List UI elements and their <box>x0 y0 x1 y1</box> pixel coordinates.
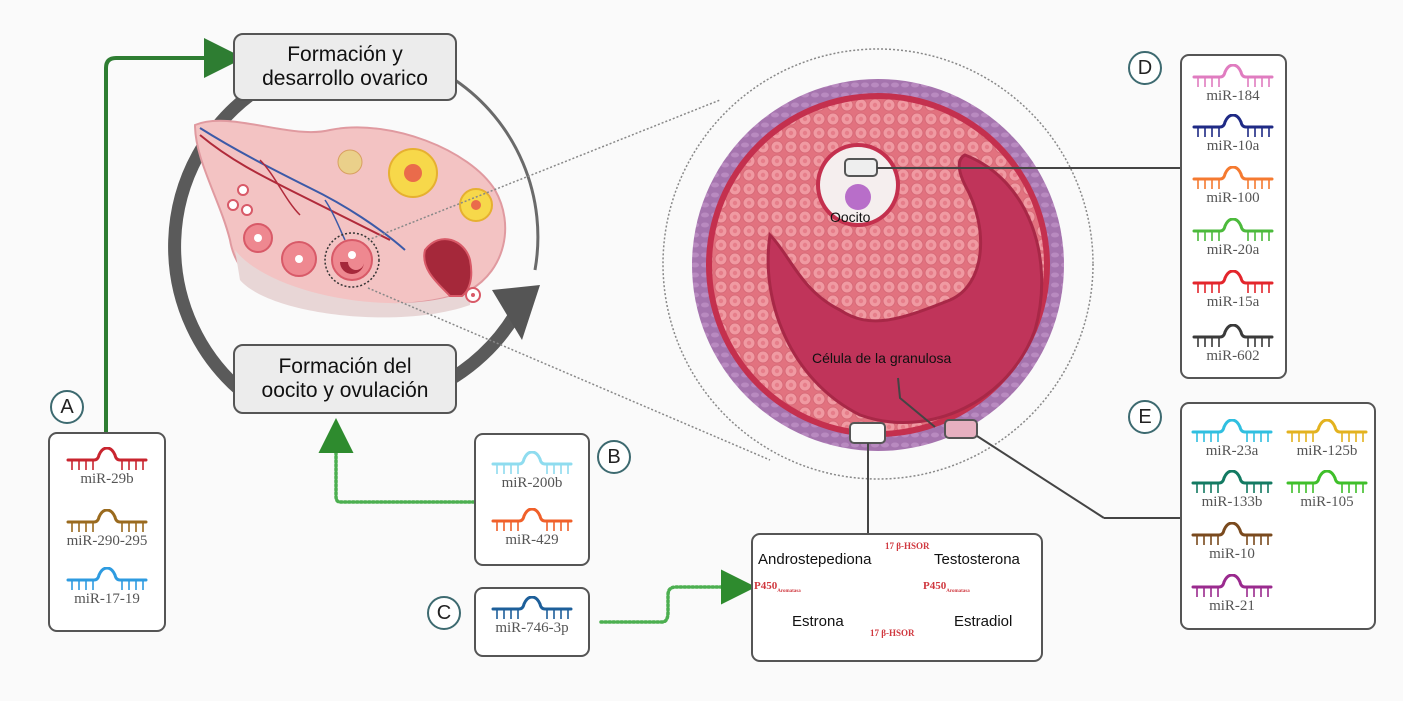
mirna-hairpin-icon <box>1192 64 1274 87</box>
mirna-item-mir-105: miR-105 <box>1282 470 1372 510</box>
badge-c: C <box>427 596 461 630</box>
connector-a-to-ovarian-formation <box>104 38 244 432</box>
mirna-hairpin-icon <box>1191 419 1273 442</box>
mirna-label: miR-105 <box>1300 494 1354 510</box>
mirna-hairpin-icon <box>1192 114 1274 137</box>
mirna-item-mir-602: miR-602 <box>1188 324 1278 364</box>
mirna-item-mir-746-3p: miR-746-3p <box>487 596 577 636</box>
mirna-item-mir-133b: miR-133b <box>1187 470 1277 510</box>
enzyme-p450-aromatase-left: P450Aromatasa <box>754 580 801 594</box>
mirna-item-mir-100: miR-100 <box>1188 166 1278 206</box>
mirna-hairpin-icon <box>1192 218 1274 241</box>
mirna-item-mir-21: miR-21 <box>1187 574 1277 614</box>
p450-left-sub: Aromatasa <box>777 589 801 595</box>
mirna-label: miR-200b <box>501 475 563 491</box>
mirna-hairpin-icon <box>1191 470 1273 493</box>
connector-b-to-ovulation <box>318 418 476 504</box>
mirna-item-mir-125b: miR-125b <box>1282 419 1372 459</box>
mirna-label: miR-746-3p <box>495 620 569 636</box>
mirna-hairpin-icon <box>1191 574 1273 597</box>
group-b-box <box>474 433 590 566</box>
mirna-hairpin-icon <box>1192 324 1274 347</box>
p450-left-text: P450 <box>754 580 778 592</box>
mirna-label: miR-23a <box>1205 443 1259 459</box>
mirna-hairpin-icon <box>66 509 148 532</box>
mirna-item-mir-20a: miR-20a <box>1188 218 1278 258</box>
granulosa-cell-label: Célula de la granulosa <box>812 350 952 366</box>
mirna-label: miR-602 <box>1206 348 1260 364</box>
mirna-item-mir-200b: miR-200b <box>487 451 577 491</box>
mirna-label: miR-100 <box>1206 190 1260 206</box>
enzyme-p450-aromatase-right: P450Aromatasa <box>923 580 970 594</box>
badge-b: B <box>597 440 631 474</box>
group-e-box <box>1180 402 1376 630</box>
badge-d-letter: D <box>1137 56 1153 79</box>
mirna-item-mir-10: miR-10 <box>1187 522 1277 562</box>
mirna-hairpin-icon <box>1192 270 1274 293</box>
mirna-item-mir-23a: miR-23a <box>1187 419 1277 459</box>
oocyte-label: Oocito <box>830 209 871 225</box>
mirna-label: miR-133b <box>1201 494 1263 510</box>
connector-c-to-pathway <box>599 569 756 624</box>
mirna-label: miR-21 <box>1209 598 1255 614</box>
mirna-hairpin-icon <box>66 447 148 470</box>
steroid-pathway-box <box>751 533 1043 662</box>
mirna-hairpin-icon <box>491 596 573 619</box>
follicle-detail <box>692 79 1064 451</box>
androstenedione-label: Androstepediona <box>758 551 872 568</box>
leader-lines <box>867 167 1180 535</box>
mirna-label: miR-184 <box>1206 88 1260 104</box>
badge-d: D <box>1128 51 1162 85</box>
estrone-label: Estrona <box>792 613 844 630</box>
mirna-item-mir-10a: miR-10a <box>1188 114 1278 154</box>
badge-e-letter: E <box>1138 405 1152 428</box>
mirna-label: miR-20a <box>1206 242 1260 258</box>
group-c-box <box>474 587 590 657</box>
mirna-label: miR-17-19 <box>74 591 140 607</box>
badge-a-letter: A <box>60 395 74 418</box>
badge-c-letter: C <box>436 601 452 624</box>
mirna-item-mir-15a: miR-15a <box>1188 270 1278 310</box>
stage-ovarian-formation-line2: desarrollo ovarico <box>262 67 428 90</box>
mirna-label: miR-125b <box>1296 443 1358 459</box>
enzyme-17bhsor-bottom: 17 β-HSOR <box>870 628 915 638</box>
badge-b-letter: B <box>607 445 621 468</box>
badge-e: E <box>1128 400 1162 434</box>
cycle-arrowhead <box>492 285 540 340</box>
p450-right-sub: Aromatasa <box>946 589 970 595</box>
mirna-hairpin-icon <box>1192 166 1274 189</box>
mirna-hairpin-icon <box>491 508 573 531</box>
enzyme-17bhsor-top: 17 β-HSOR <box>885 541 930 551</box>
mirna-item-mir-17-19: miR-17-19 <box>62 567 152 607</box>
estradiol-label: Estradiol <box>954 613 1013 630</box>
mirna-item-mir-429: miR-429 <box>487 508 577 548</box>
mirna-hairpin-icon <box>491 451 573 474</box>
mirna-label: miR-10a <box>1206 138 1260 154</box>
stage-oocyte-ovulation-line1: Formación del <box>278 355 412 378</box>
mirna-hairpin-icon <box>1286 419 1368 442</box>
badge-a: A <box>50 390 84 424</box>
mirna-label: miR-29b <box>80 471 134 487</box>
p450-right-text: P450 <box>923 580 947 592</box>
stage-oocyte-ovulation-line2: oocito y ovulación <box>261 379 429 402</box>
testosterone-label: Testosterona <box>934 551 1020 568</box>
mirna-hairpin-icon <box>66 567 148 590</box>
mirna-hairpin-icon <box>1286 470 1368 493</box>
group-a-box <box>48 432 166 632</box>
ovary-illustration <box>193 119 507 318</box>
mirna-label: miR-290-295 <box>66 533 148 549</box>
zoom-guides <box>367 48 1094 480</box>
mirna-label: miR-429 <box>505 532 559 548</box>
mirna-item-mir-184: miR-184 <box>1188 64 1278 104</box>
mirna-label: miR-15a <box>1206 294 1260 310</box>
stage-ovarian-formation-line1: Formación y <box>287 43 403 66</box>
mirna-item-mir-290-295: miR-290-295 <box>62 509 152 549</box>
mirna-item-mir-29b: miR-29b <box>62 447 152 487</box>
mirna-label: miR-10 <box>1209 546 1255 562</box>
mirna-hairpin-icon <box>1191 522 1273 545</box>
